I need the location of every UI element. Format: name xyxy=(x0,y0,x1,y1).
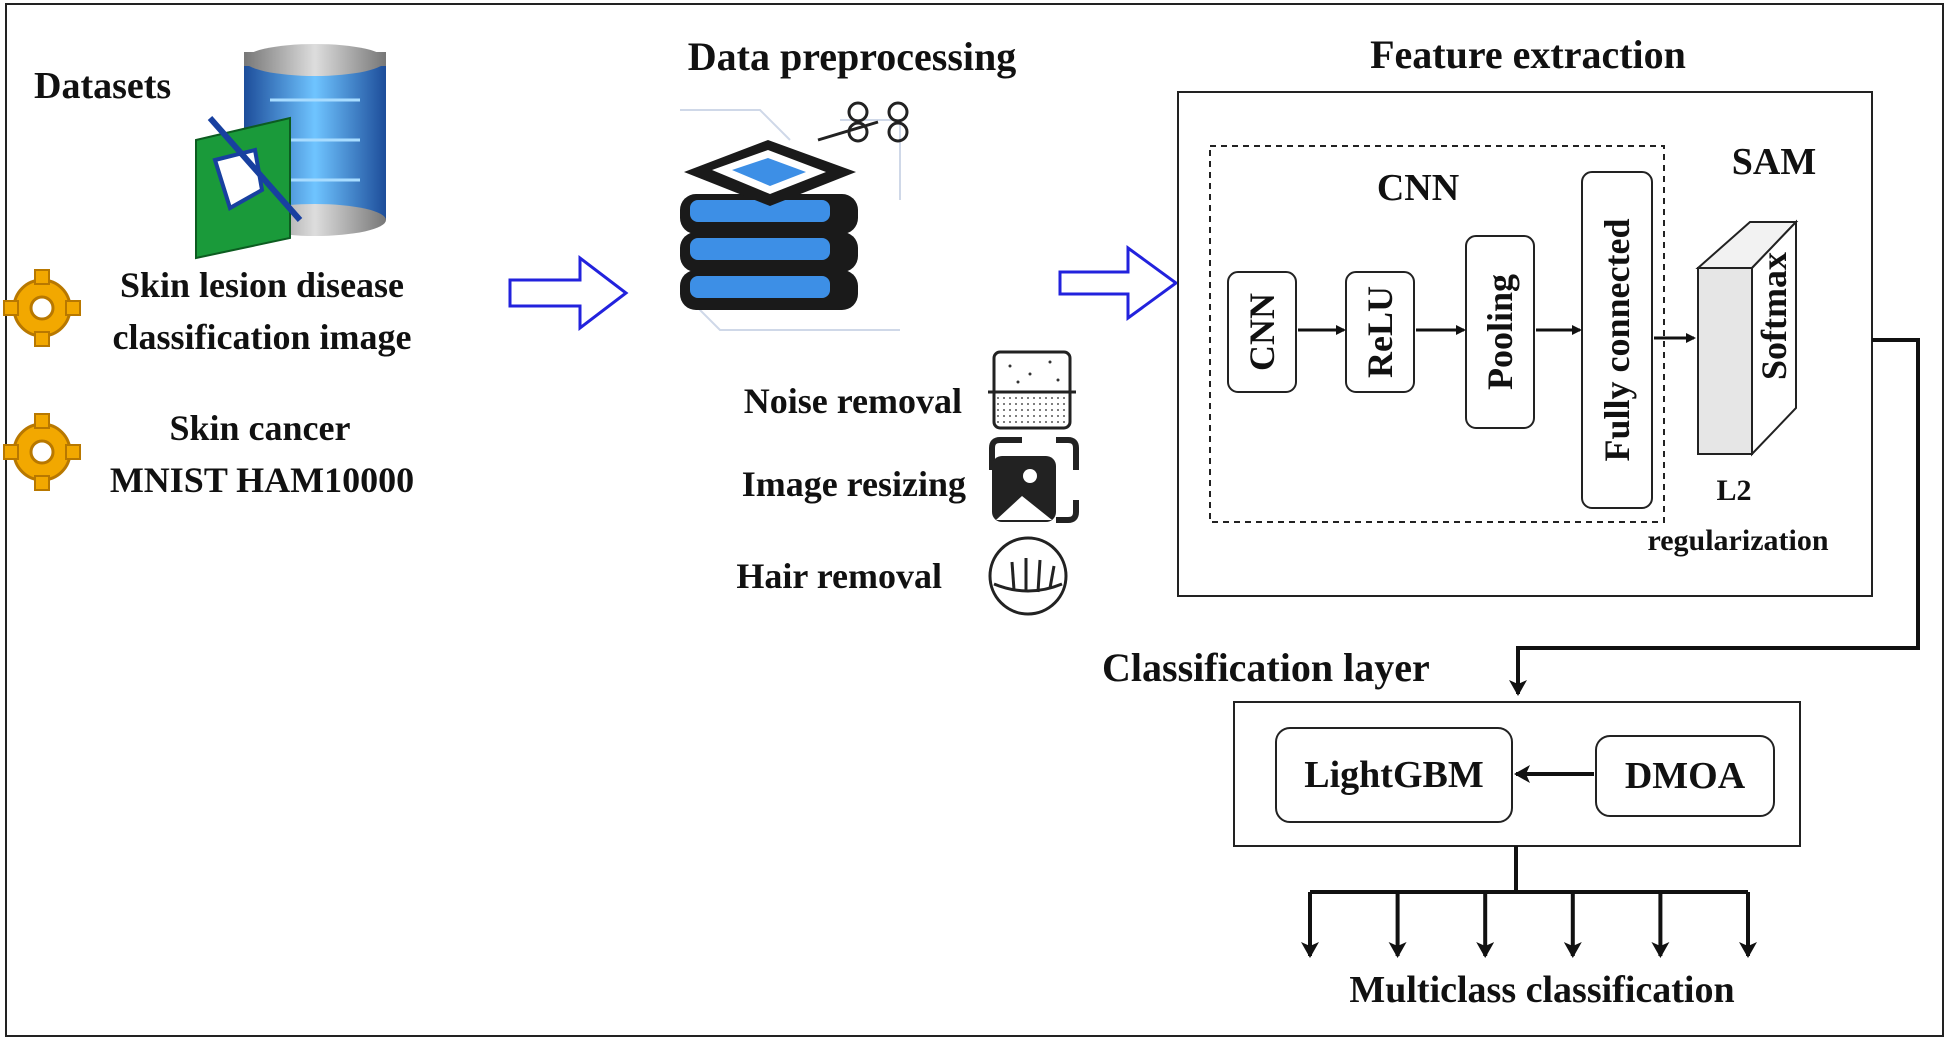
output-arrows xyxy=(1301,892,1757,958)
cnn-group-label: CNN xyxy=(1377,167,1459,209)
layer-label-pooling: Pooling xyxy=(1480,274,1520,390)
lightgbm-label: LightGBM xyxy=(1304,754,1483,796)
softmax-label: Softmax xyxy=(1754,252,1794,380)
gear-icon xyxy=(3,269,81,347)
flow-arrow-1 xyxy=(508,254,629,332)
layer-box-relu xyxy=(1345,271,1415,393)
classification-section: Classification layer LightGBM DMOA Multi… xyxy=(1102,645,1801,1011)
gear-icon xyxy=(3,413,81,491)
feature-extraction-title: Feature extraction xyxy=(1370,32,1686,77)
feature-extraction-box xyxy=(1177,91,1873,597)
softmax-block xyxy=(1695,219,1799,457)
layer-label-cnn: CNN xyxy=(1242,293,1282,371)
preprocessing-title: Data preprocessing xyxy=(688,34,1017,79)
noise-icon xyxy=(988,350,1076,430)
layer-box-fully-connected xyxy=(1581,171,1653,509)
output-label: Multiclass classification xyxy=(1349,969,1734,1011)
dataset-2-line1: Skin cancer xyxy=(169,408,350,448)
hair-icon xyxy=(988,536,1068,616)
dmoa-box xyxy=(1595,735,1775,817)
database-icon xyxy=(195,44,386,260)
flow-arrow-2 xyxy=(1058,245,1179,321)
classification-title: Classification layer xyxy=(1102,645,1430,690)
datasets-section: Datasets Skin lesion disease classificat… xyxy=(3,44,414,500)
datasets-title: Datasets xyxy=(34,65,171,107)
sam-label: SAM xyxy=(1732,141,1816,183)
dmoa-label: DMOA xyxy=(1625,755,1746,797)
layer-label-fully-connected: Fully connected xyxy=(1597,219,1637,462)
step-resize-label: Image resizing xyxy=(742,464,966,504)
feature-extraction-section: Feature extraction CNN CNN ReLU Pooling … xyxy=(1177,32,1873,597)
outer-frame xyxy=(5,3,1944,1037)
server-stack-icon xyxy=(680,101,909,331)
l2-label: L2 xyxy=(1716,474,1751,507)
dataset-1-line1: Skin lesion disease xyxy=(120,265,404,305)
step-noise-label: Noise removal xyxy=(744,381,962,421)
regularization-label: regularization xyxy=(1647,524,1828,557)
lightgbm-box xyxy=(1275,727,1513,823)
preprocessing-section: Data preprocessing xyxy=(680,34,1079,616)
image-resize-icon xyxy=(989,437,1079,523)
cnn-group-box xyxy=(1209,145,1665,523)
dataset-1-line2: classification image xyxy=(113,317,412,357)
layer-box-pooling xyxy=(1465,235,1535,429)
layer-box-cnn xyxy=(1227,271,1297,393)
layer-label-relu: ReLU xyxy=(1360,286,1400,378)
step-hair-label: Hair removal xyxy=(736,556,942,596)
connector-to-classification xyxy=(1509,338,1920,696)
dataset-2-line2: MNIST HAM10000 xyxy=(110,460,414,500)
